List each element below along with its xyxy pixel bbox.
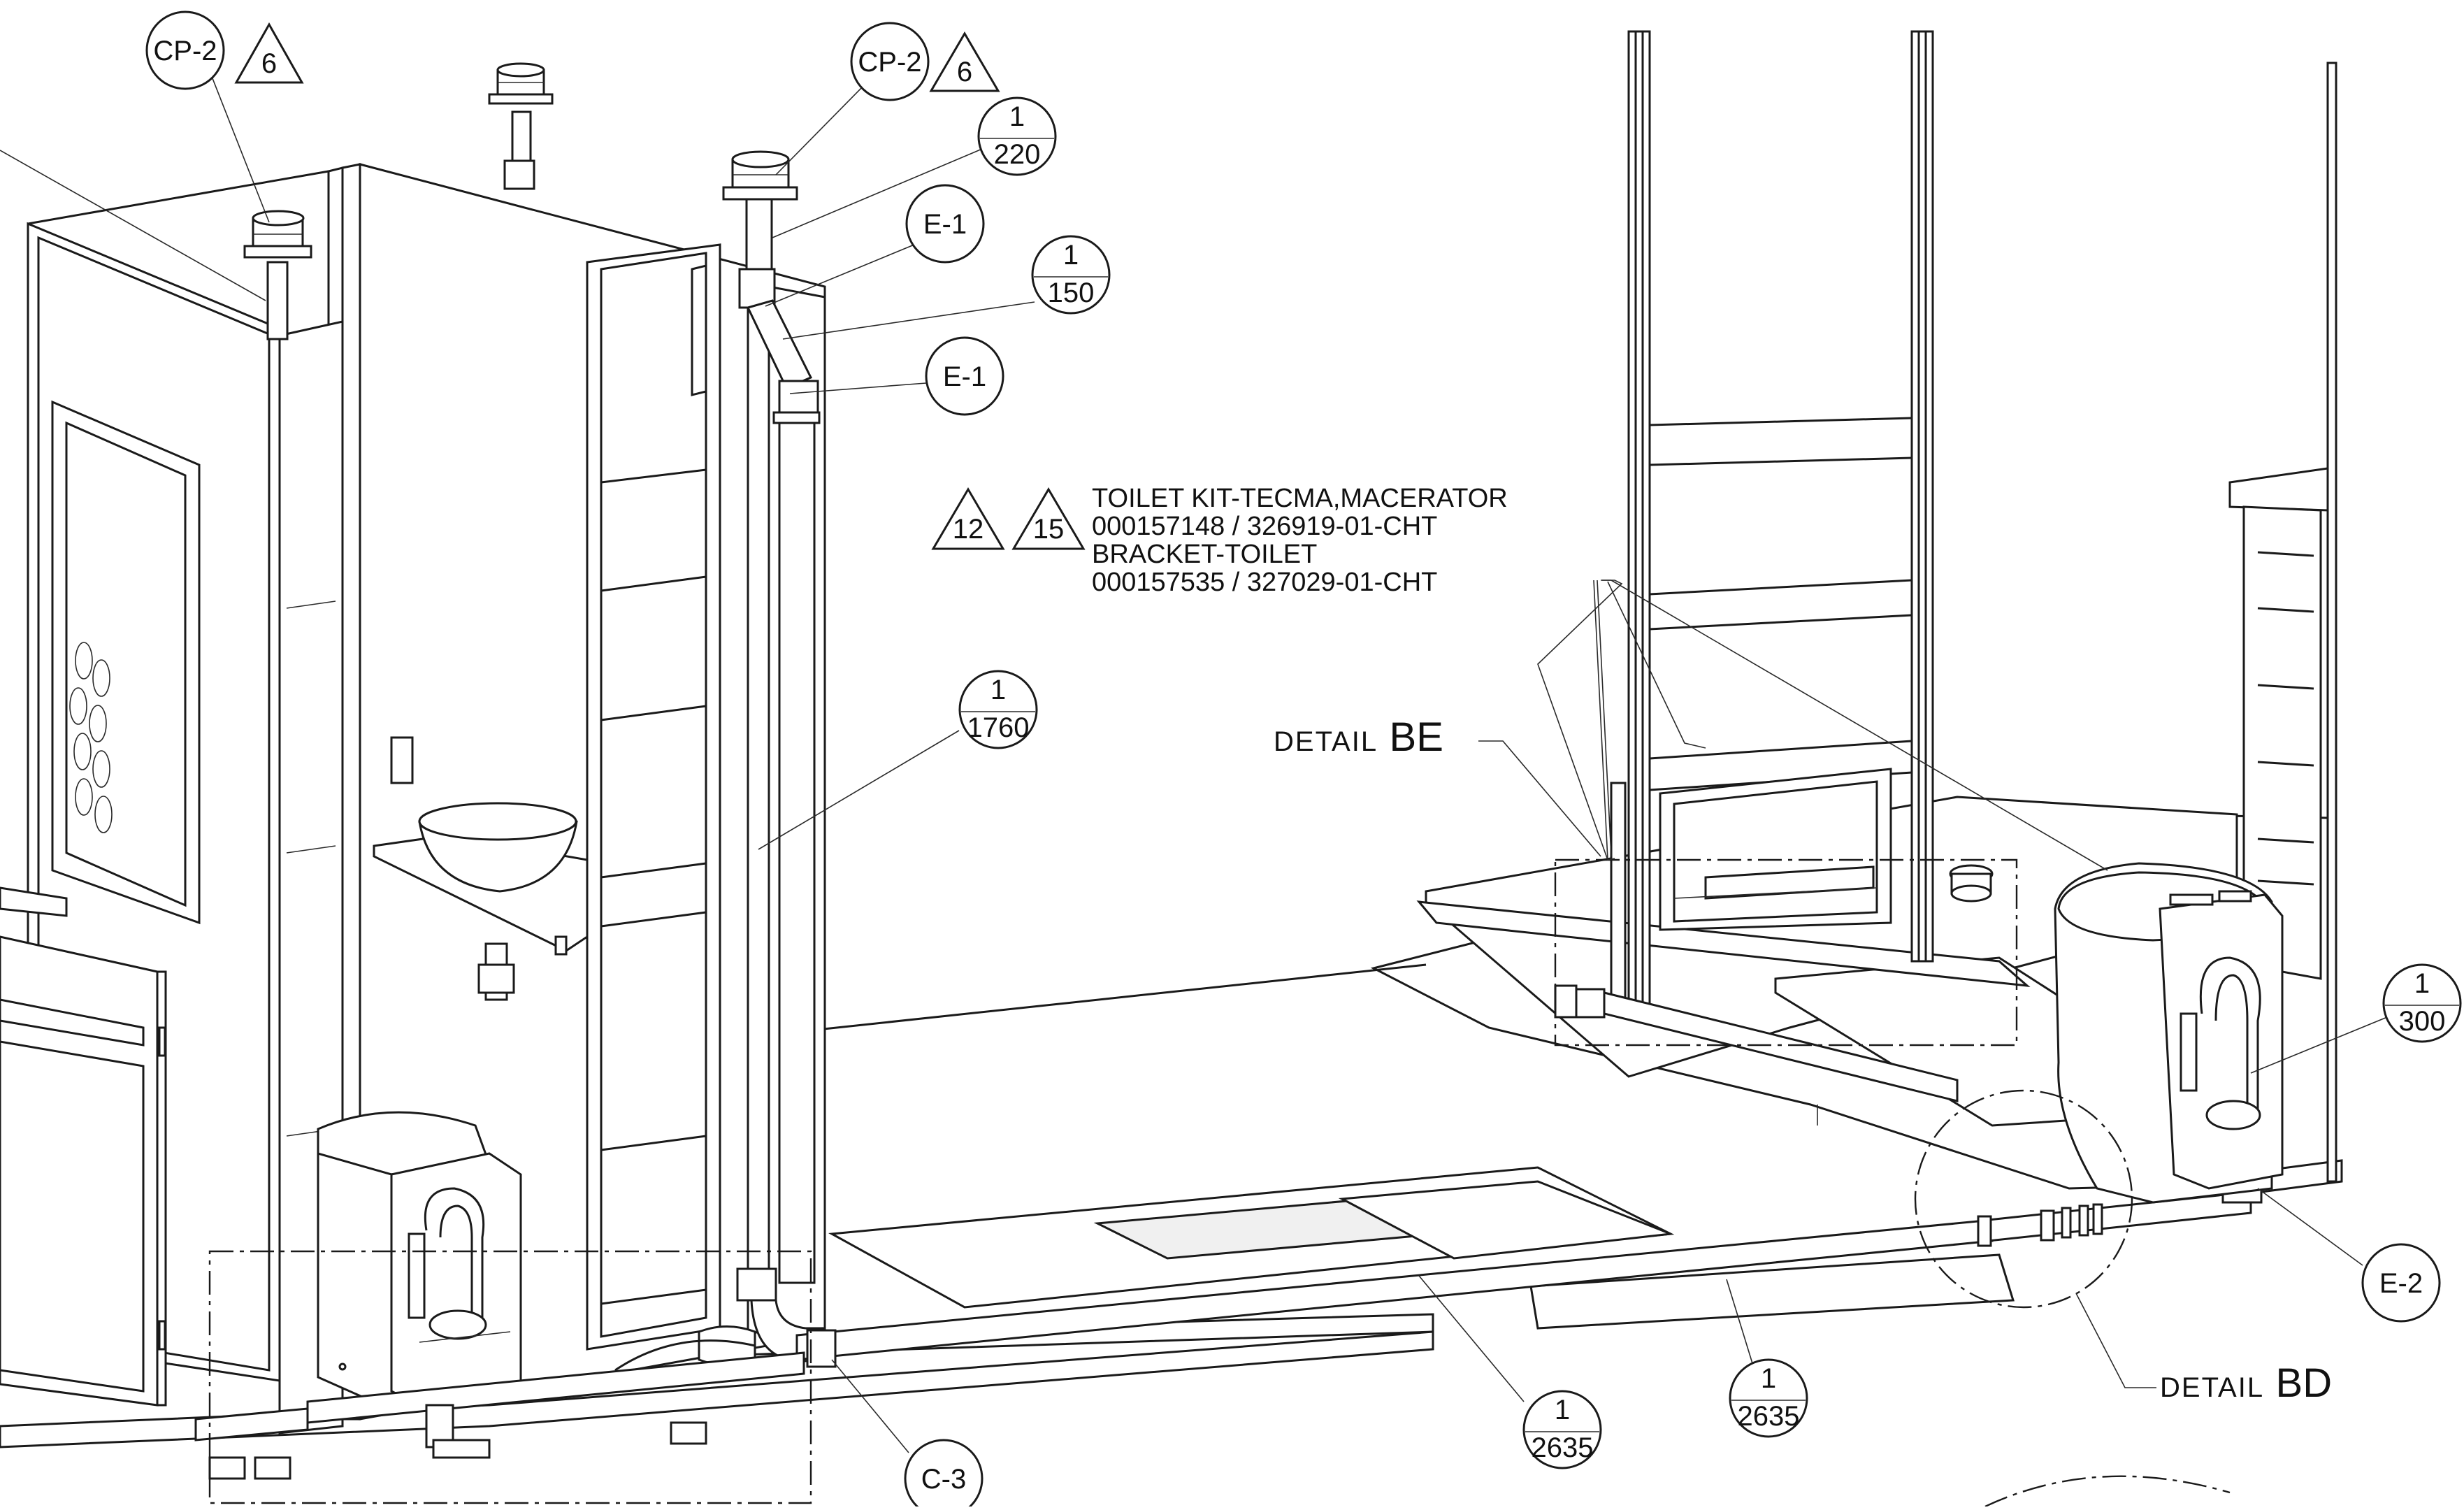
vent-cap-left [243,210,312,340]
callout-e1-lower: E-1 [925,336,1004,416]
sink-counter [373,802,589,1001]
callout-e2: E-2 [2361,1243,2441,1323]
balloon-2635-right: 1 2635 [1729,1358,1808,1438]
note-line-2: 000157148 / 326919-01-CHT [1092,512,1437,541]
detail-bd-label: DETAIL BD [2160,1360,2332,1406]
callout-cp2-right-label: CP-2 [858,47,921,78]
callout-e1-upper: E-1 [905,184,985,264]
balloon-2635-right-qty: 1 [1761,1363,1776,1394]
floor-flange-fitting [1949,864,1994,903]
callout-cp2-right-rev: 6 [957,57,972,87]
svg-text:DETAIL BE: DETAIL BE [1274,714,1443,760]
note-line-4: 000157535 / 327029-01-CHT [1092,568,1437,597]
mirror-decoration [69,642,113,833]
leader-lines [210,74,2388,1453]
detail-left-box [208,1250,812,1504]
balloon-150-value: 150 [1048,278,1095,308]
detail-bd-letters: BD [2276,1360,2333,1406]
svg-text:DETAIL BD: DETAIL BD [2160,1360,2332,1406]
callout-c3: C-3 [904,1439,984,1510]
right-wall-frame [1610,30,2337,1183]
detail-be-letters: BE [1390,714,1443,760]
detail-be-prefix: DETAIL [1274,726,1378,757]
right-toilet [2054,862,2284,1204]
callout-cp2-left: CP-2 6 [145,10,304,90]
detail-bd-circle [1914,1089,2133,1309]
balloon-1760: 1 1760 [958,670,1038,749]
drain-hose-fitting [1554,984,1959,1102]
balloon-2635-left-value: 2635 [1532,1432,1594,1463]
balloon-220-value: 220 [994,139,1041,170]
balloon-300-value: 300 [2399,1006,2446,1037]
detail-bottom-arc [1984,1475,2231,1508]
toilet-kit-note: 12 15 TOILET KIT-TECMA,MACERATOR 0001571… [931,484,1611,597]
callout-cp2-left-label: CP-2 [153,36,217,66]
balloon-150: 1 150 [1031,235,1111,315]
detail-be-label: DETAIL BE [1274,714,1443,760]
callout-cp2-right: CP-2 6 [850,22,1000,101]
vanity-cabinet [0,886,167,1407]
note-line-1: TOILET KIT-TECMA,MACERATOR [1092,484,1508,513]
callout-e2-label: E-2 [2379,1268,2423,1299]
callout-e1-lower-label: E-1 [943,361,986,392]
left-toilet [317,1111,522,1407]
callout-e1-upper-label: E-1 [923,209,967,240]
note-rev-15: 15 [1033,514,1065,545]
balloon-300-qty: 1 [2414,968,2430,999]
balloon-1760-qty: 1 [990,675,1006,705]
vertical-vent-pipe [614,198,823,1372]
detail-bd-prefix: DETAIL [2160,1372,2264,1403]
callout-cp2-left-rev: 6 [261,48,277,79]
far-right-panel [2228,467,2329,980]
balloon-300: 1 300 [2382,963,2462,1043]
balloon-2635-right-value: 2635 [1738,1401,1800,1432]
balloon-220-qty: 1 [1009,101,1025,132]
balloon-150-qty: 1 [1063,240,1079,271]
vent-cap-right [722,150,798,201]
vent-cap-middle [488,62,554,190]
note-line-3: BRACKET-TOILET [1092,540,1317,569]
note-rev-12: 12 [953,514,984,545]
balloon-2635-left: 1 2635 [1522,1390,1602,1469]
callout-c3-label: C-3 [921,1464,966,1495]
balloon-1760-value: 1760 [967,712,1030,743]
balloon-2635-left-qty: 1 [1555,1395,1570,1425]
balloon-220: 1 220 [977,96,1057,176]
